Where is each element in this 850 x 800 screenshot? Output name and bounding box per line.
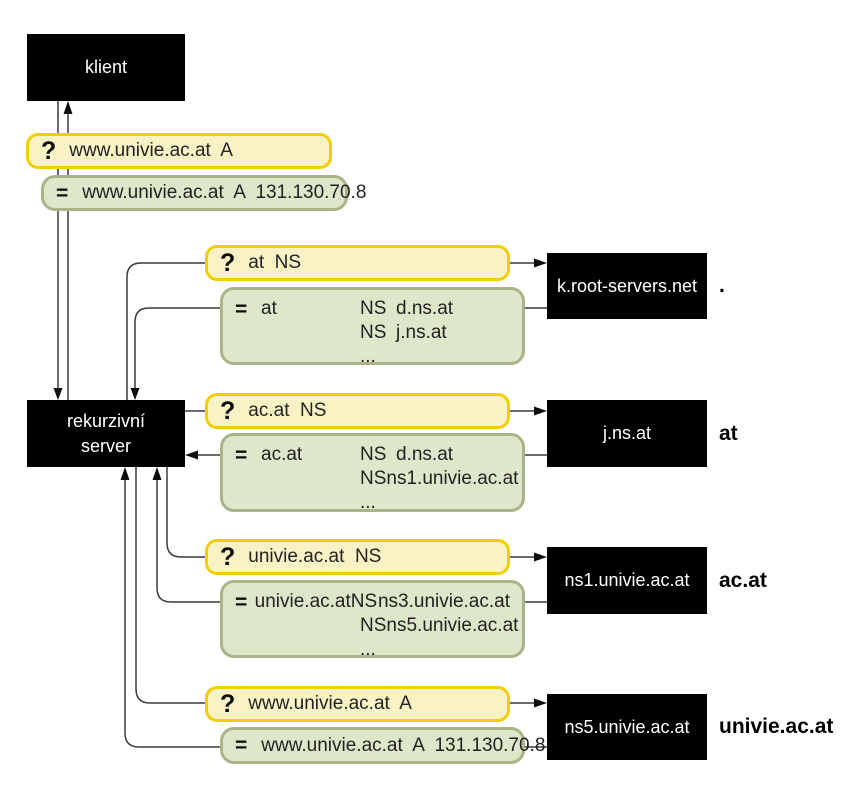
answer-row-more: ... — [360, 492, 376, 513]
client-node: klient — [27, 34, 185, 101]
authority-node-univie: ns5.univie.ac.at — [547, 694, 707, 760]
zone-label-at: at — [719, 422, 738, 445]
server-label-line1: rekurzivní — [66, 410, 146, 431]
arrow-down-into-server-from-root — [130, 388, 140, 400]
wire-query-acat-left — [166, 467, 205, 558]
answer-row-more: ... — [360, 639, 376, 660]
answer-row: NS ns5.univie.ac.at — [360, 614, 518, 638]
server-label-line2: server — [80, 435, 131, 456]
question-mark-icon: ? — [41, 136, 57, 165]
zone-label-univie: univie.ac.at — [719, 715, 834, 738]
arrow-up-into-server-from-univie — [120, 467, 130, 480]
arrow-right-into-acat — [534, 552, 547, 562]
authority-node-root: k.root-servers.net — [547, 253, 707, 319]
answer-owner-name: univie.ac.at — [254, 591, 351, 612]
equals-icon: = — [235, 734, 248, 757]
question-mark-icon: ? — [220, 689, 236, 718]
query-box-root: ? at NS — [205, 245, 510, 281]
arrow-down-into-server-from-client — [53, 388, 63, 400]
arrow-right-into-at — [534, 406, 547, 416]
authority-node-at: j.ns.at — [547, 400, 707, 467]
arrow-left-into-server-from-at — [185, 450, 198, 460]
arrow-up-into-client — [63, 101, 73, 114]
record-type: NS — [360, 444, 387, 465]
record-value: ns3.univie.ac.at — [377, 591, 510, 612]
authority-name: j.ns.at — [602, 423, 652, 443]
recursive-server-node: rekurzivní server — [27, 400, 185, 467]
query-text-univie: www.univie.ac.at A — [248, 693, 412, 714]
wire-answer-root-left — [134, 307, 220, 398]
record-type: NS — [360, 298, 387, 319]
record-type: NS — [360, 468, 387, 489]
record-type: NS — [350, 591, 378, 612]
wire-answer-univie-left — [124, 470, 220, 748]
wire-query-univie-left — [135, 467, 205, 704]
arrow-right-into-root — [534, 258, 547, 268]
query-box-acat: ? univie.ac.at NS — [205, 539, 510, 575]
record-value: d.ns.at — [396, 444, 454, 465]
query-box-client: ? www.univie.ac.at A — [26, 133, 332, 169]
equals-icon: = — [235, 444, 248, 467]
answer-row: = at NS d.ns.at — [235, 297, 510, 321]
authority-node-acat: ns1.univie.ac.at — [547, 547, 707, 614]
answer-box-at: = ac.at NS d.ns.at NS ns1.univie.ac.at .… — [220, 433, 525, 513]
arrow-up-into-server-from-acat — [152, 467, 162, 480]
query-box-univie: ? www.univie.ac.at A — [205, 686, 510, 722]
answer-owner-name: ac.at — [261, 444, 303, 465]
client-label: klient — [84, 57, 128, 77]
authority-name: ns5.univie.ac.at — [564, 716, 690, 737]
answer-row: = univie.ac.at NS ns3.univie.ac.at — [235, 590, 510, 614]
answer-box-univie: = www.univie.ac.at A 131.130.70.8 — [220, 727, 545, 764]
answer-box-root: = at NS d.ns.at NS j.ns.at ... — [220, 287, 525, 367]
record-type: NS — [360, 615, 387, 636]
query-box-at: ? ac.at NS — [205, 393, 510, 429]
wire-query-root-left — [126, 262, 205, 400]
question-mark-icon: ? — [220, 396, 236, 425]
answer-row-more: ... — [360, 346, 376, 367]
answer-text-client: www.univie.ac.at A 131.130.70.8 — [82, 182, 367, 203]
record-value: ns1.univie.ac.at — [386, 468, 519, 489]
authority-name: ns1.univie.ac.at — [564, 570, 690, 590]
wire-answer-acat-left — [156, 470, 220, 603]
query-text-acat: univie.ac.at NS — [248, 546, 382, 567]
record-type: NS — [360, 322, 387, 343]
answer-box-acat: = univie.ac.at NS ns3.univie.ac.at NS ns… — [220, 580, 525, 660]
zone-label-acat: ac.at — [719, 569, 767, 592]
equals-icon: = — [235, 298, 248, 321]
question-mark-icon: ? — [220, 248, 236, 277]
answer-row: = ac.at NS d.ns.at — [235, 443, 510, 467]
authority-name: k.root-servers.net — [556, 275, 698, 296]
record-value: d.ns.at — [396, 298, 454, 319]
answer-row: NS ns1.univie.ac.at — [360, 467, 518, 491]
answer-box-client: = www.univie.ac.at A 131.130.70.8 — [41, 175, 366, 211]
record-value: j.ns.at — [396, 322, 447, 343]
answer-owner-name: at — [261, 298, 277, 319]
answer-row: NS j.ns.at — [360, 321, 510, 345]
query-text-at: ac.at NS — [248, 400, 327, 421]
arrow-right-into-univie — [534, 698, 547, 708]
equals-icon: = — [235, 591, 248, 614]
question-mark-icon: ? — [220, 542, 236, 571]
equals-icon: = — [56, 181, 69, 205]
zone-label-root: . — [719, 274, 725, 297]
query-text-client: www.univie.ac.at A — [69, 140, 233, 161]
answer-text-univie: www.univie.ac.at A 131.130.70.8 — [261, 734, 546, 756]
record-value: ns5.univie.ac.at — [386, 615, 519, 636]
query-text-root: at NS — [248, 252, 302, 273]
